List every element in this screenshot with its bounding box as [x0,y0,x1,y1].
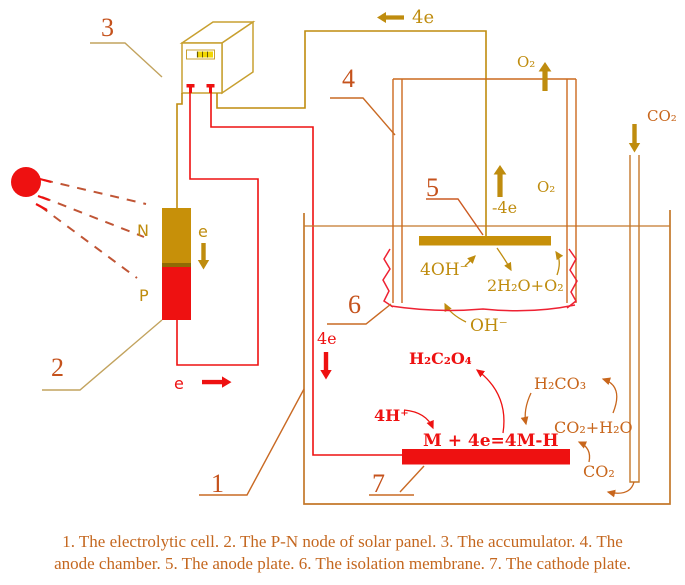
panel-n-region [162,208,191,263]
callout-1: 1 [211,469,224,498]
callout-2-leader [42,319,163,391]
callout-5-leader [426,198,484,236]
carbonic-down-arrow [520,392,532,426]
co2-feed-label: CO₂ [647,107,677,125]
sun-ray [39,205,138,279]
terminal-right-stem [209,86,212,93]
callout-4-leader [330,97,396,136]
membrane-bottom [390,304,576,312]
electron-right-label: e [174,374,184,393]
wiring [176,30,487,456]
callout-3: 3 [101,13,114,42]
left-arrow-icon [377,12,404,23]
callout-6: 6 [348,290,361,319]
sun-ray-red-dash [39,177,52,184]
electron-down-label: e [198,222,208,241]
co2-outlet-arrow [606,481,635,498]
panel-junction [162,263,191,267]
solar-panel: N P e e [137,208,232,393]
sun-and-rays [11,167,147,279]
panel-p-region [162,267,191,320]
terminal-right [206,84,215,88]
co2-to-mix-arrow [577,441,591,463]
callout-2: 2 [51,353,64,382]
reaction-label: M + 4e=4M-H [423,431,559,451]
electrolytic-cell [303,210,671,505]
callout-6-leader [327,303,392,325]
electrolysis-diagram: N P e e 4e O₂ CO₂ -4e O₂ [11,7,677,505]
o2-up-arrow-icon [538,62,552,91]
caption-line-2: anode chamber. 5. The anode plate. 6. Th… [54,554,631,573]
callout-4: 4 [342,64,355,93]
n-region-label: N [137,221,149,240]
cathode-chemistry: 4e H₂C₂O₄ 4H⁺ M + 4e=4M-H H₂CO₃ CO₂+H₂O … [317,329,633,481]
sun-ray [41,196,145,238]
tank-walls [303,210,671,505]
membrane-right-flap [566,248,578,309]
oh-into-chamber-arrow [444,302,467,323]
four-e-down-arrow-icon [320,352,332,380]
callout-1-leader [199,388,305,496]
to-oxalic-arrow [475,369,505,434]
oh-to-plate-arrow [464,255,476,267]
oxygen-rise-arrow [555,250,564,276]
co2-feed-tube: CO₂ [606,107,677,498]
o2-vent-label: O₂ [517,53,535,71]
minus-4e-up-arrow-icon [493,165,507,197]
oh-label: OH⁻ [470,316,508,336]
four-e-top-label: 4e [412,7,434,28]
callouts: 3 2 4 5 6 1 7 [42,13,484,498]
carbonic-acid-label: H₂CO₃ [534,374,586,393]
co2-dissolved-label: CO₂ [583,462,615,481]
cathode-plate [402,449,570,465]
co2-down-arrow-icon [628,124,641,153]
four-h-to-plate-arrow [403,409,434,430]
p-region-label: P [139,286,149,305]
anode-plate [419,236,551,246]
electron-down-arrow-icon [197,243,210,270]
callout-3-leader [90,42,163,78]
sun-icon [11,167,41,197]
four-oh-label: 4OH⁻ [420,260,469,280]
wire-accumulator-to-anode [216,30,487,236]
top-electron-flow: 4e [377,7,434,28]
feed-tube [629,155,640,483]
sun-ray [43,179,147,205]
isolation-membrane [382,248,578,312]
o2-inner-label: O₂ [537,178,555,196]
minus-4e-label: -4e [492,198,517,217]
charge-gauge-level [197,51,213,58]
anode-assembly: -4e O₂ 4OH⁻ 2H₂O+O₂ OH⁻ [419,165,564,336]
callout-5: 5 [426,173,439,202]
figure-caption: 1. The electrolytic cell. 2. The P-N nod… [0,531,685,575]
terminal-left [186,84,195,88]
co2-water-label: CO₂+H₂O [554,418,633,437]
oxalic-acid-label: H₂C₂O₄ [409,349,472,368]
terminal-left-stem [189,86,192,93]
caption-line-1: 1. The electrolytic cell. 2. The P-N nod… [62,532,623,551]
callout-7: 7 [372,469,385,498]
sun-ray-red-dash [37,194,50,202]
callout-7-leader [369,465,425,496]
wire-accumulator-to-panel-p [176,91,259,366]
plate-to-water-arrow [496,247,512,272]
electron-right-arrow-icon [202,376,232,388]
sun-ray-red-dash [35,203,48,211]
four-e-cathode-label: 4e [317,329,337,348]
oxygen-vent: O₂ [517,53,552,91]
accumulator [179,20,256,95]
to-carbonic-arrow [601,377,618,414]
four-h-label: 4H⁺ [374,406,409,425]
water-oxygen-label: 2H₂O+O₂ [487,276,564,295]
wire-accumulator-to-panel [176,93,183,208]
membrane-left-flap [382,248,394,308]
wire-accumulator-to-cathode [210,91,402,456]
